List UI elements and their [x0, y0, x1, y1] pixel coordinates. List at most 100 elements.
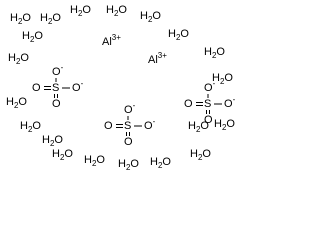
water-molecule: H2O	[140, 10, 161, 24]
oxygen-atom: O-	[224, 95, 236, 111]
oxygen-atom: O	[184, 98, 193, 110]
oxygen-symbol: O	[32, 120, 41, 132]
hydrogen-symbol: H	[22, 30, 30, 42]
water-molecule: H2O	[42, 134, 63, 148]
oxygen-atom-symbol: O	[224, 98, 233, 110]
hydrogen-symbol: H	[118, 158, 126, 170]
oxygen-atom: O	[204, 114, 213, 126]
water-molecule: H2O	[84, 154, 105, 168]
oxygen-symbol: O	[200, 120, 209, 132]
ion-charge: 3+	[157, 51, 167, 60]
ion-charge: -	[132, 101, 136, 110]
oxygen-atom-symbol: O	[184, 98, 193, 110]
water-molecule: H2O	[212, 72, 233, 86]
aluminum-symbol: Al	[102, 36, 112, 48]
oxygen-symbol: O	[52, 12, 61, 24]
oxygen-atom-symbol: O	[144, 120, 153, 132]
hydrogen-symbol: H	[188, 120, 196, 132]
oxygen-symbol: O	[64, 148, 73, 160]
water-molecule: H2O	[118, 158, 139, 172]
oxygen-atom-symbol: O	[52, 98, 61, 110]
aluminum-ion: Al3+	[148, 51, 167, 67]
oxygen-symbol: O	[152, 10, 161, 22]
oxygen-atom-symbol: O	[204, 82, 213, 94]
oxygen-atom: O	[104, 120, 113, 132]
sulfur-atom: S	[52, 82, 59, 94]
oxygen-symbol: O	[224, 72, 233, 84]
subscript-two: 2	[157, 161, 163, 170]
subscript-two: 2	[13, 101, 19, 110]
oxygen-atom: O	[124, 136, 133, 148]
water-molecule: H2O	[150, 156, 171, 170]
ion-charge: -	[212, 79, 216, 88]
hydrogen-symbol: H	[70, 4, 78, 16]
sulfur-atom-symbol: S	[124, 120, 132, 132]
subscript-two: 2	[113, 9, 119, 18]
hydrogen-symbol: H	[6, 96, 14, 108]
oxygen-symbol: O	[162, 156, 171, 168]
hydrogen-symbol: H	[214, 118, 222, 130]
water-molecule: H2O	[168, 28, 189, 42]
oxygen-symbol: O	[226, 118, 235, 130]
hydrogen-symbol: H	[40, 12, 48, 24]
water-molecule: H2O	[214, 118, 235, 132]
aluminum-ion: Al3+	[102, 34, 121, 49]
sulfur-atom: S	[124, 120, 131, 132]
subscript-two: 2	[27, 125, 33, 134]
ion-charge: -	[80, 79, 84, 88]
subscript-two: 2	[47, 17, 53, 26]
oxygen-atom: O-	[72, 79, 84, 95]
oxygen-atom-symbol: O	[124, 136, 133, 148]
subscript-two: 2	[219, 77, 225, 86]
subscript-two: 2	[91, 159, 97, 168]
water-molecule: H2O	[10, 12, 31, 26]
hydrogen-symbol: H	[42, 134, 50, 146]
oxygen-atom-symbol: O	[72, 82, 81, 94]
water-molecule: H2O	[204, 46, 225, 60]
oxygen-atom: O-	[124, 101, 136, 117]
hydrogen-symbol: H	[140, 10, 148, 22]
ion-charge: -	[60, 63, 64, 72]
oxygen-symbol: O	[18, 96, 27, 108]
oxygen-symbol: O	[130, 158, 139, 170]
oxygen-symbol: O	[20, 52, 29, 64]
oxygen-symbol: O	[82, 4, 91, 16]
sulfur-atom-symbol: S	[52, 82, 60, 94]
subscript-two: 2	[195, 125, 201, 134]
oxygen-symbol: O	[22, 12, 31, 24]
oxygen-symbol: O	[34, 30, 43, 42]
hydrogen-symbol: H	[10, 12, 18, 24]
oxygen-symbol: O	[202, 148, 211, 160]
subscript-two: 2	[77, 9, 83, 18]
water-molecule: H2O	[20, 120, 41, 134]
hydrogen-symbol: H	[8, 52, 16, 64]
water-molecule: H2O	[22, 30, 43, 44]
subscript-two: 2	[221, 123, 227, 132]
oxygen-atom: O-	[204, 79, 216, 95]
oxygen-atom: O	[52, 98, 61, 110]
oxygen-symbol: O	[96, 154, 105, 166]
sulfur-atom: S	[204, 98, 211, 110]
hydrogen-symbol: H	[84, 154, 92, 166]
oxygen-atom: O-	[52, 63, 64, 79]
subscript-two: 2	[147, 15, 153, 24]
oxygen-symbol: O	[180, 28, 189, 40]
oxygen-atom-symbol: O	[32, 82, 41, 94]
water-molecule: H2O	[40, 12, 61, 26]
oxygen-symbol: O	[118, 4, 127, 16]
subscript-two: 2	[49, 139, 55, 148]
hydrogen-symbol: H	[106, 4, 114, 16]
subscript-two: 2	[211, 51, 217, 60]
water-molecule: H2O	[188, 120, 209, 134]
subscript-two: 2	[59, 153, 65, 162]
oxygen-symbol: O	[54, 134, 63, 146]
hydrogen-symbol: H	[20, 120, 28, 132]
water-molecule: H2O	[70, 4, 91, 18]
ion-charge: -	[232, 95, 236, 104]
oxygen-atom-symbol: O	[124, 104, 133, 116]
hydrogen-symbol: H	[212, 72, 220, 84]
oxygen-symbol: O	[216, 46, 225, 58]
water-molecule: H2O	[52, 148, 73, 162]
oxygen-atom-symbol: O	[204, 114, 213, 126]
